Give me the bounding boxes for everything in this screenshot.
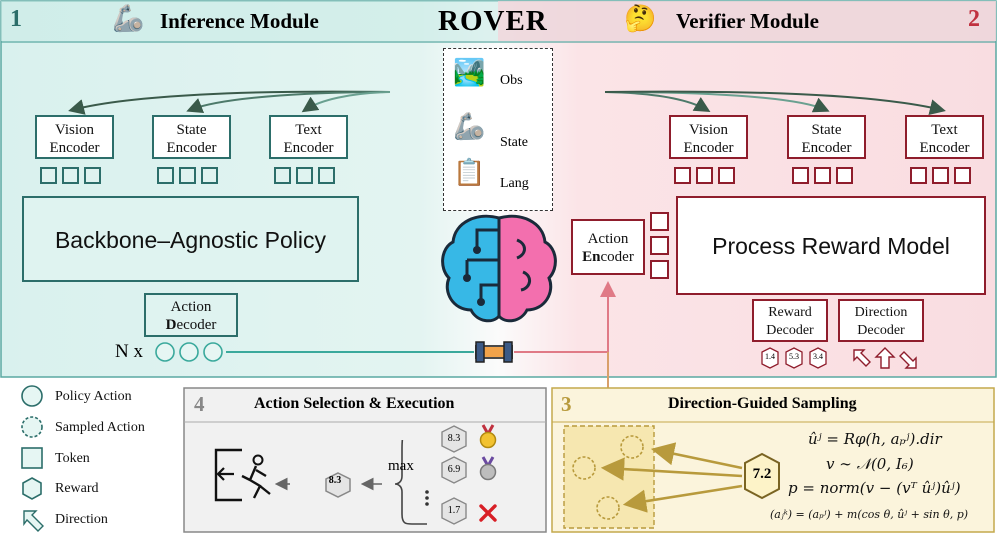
- inference-number: 1: [10, 6, 22, 32]
- legend-reward: Reward: [55, 481, 99, 496]
- process-reward-model: Process Reward Model: [676, 196, 986, 295]
- input-arrow-text: [301, 91, 391, 113]
- backbone-policy: Backbone–Agnostic Policy: [22, 196, 359, 282]
- sampling-center-value: 7.2: [752, 466, 772, 482]
- action-tokens: [650, 212, 669, 279]
- silver-medal-icon: [479, 456, 497, 481]
- candidate-value-1: 8.3: [447, 433, 461, 444]
- direction-decoder: Direction Decoder: [838, 299, 924, 342]
- action-decoder-rest: ecoder: [176, 317, 217, 333]
- action-decoder-line1: Action: [170, 299, 212, 315]
- inputs-box: [443, 48, 553, 211]
- action-encoder: Action Encoder: [571, 219, 645, 275]
- state-encoder-left: State Encoder: [152, 115, 231, 159]
- action-encoder-line1: Action: [587, 231, 629, 247]
- reward-hexagons: 1.4 5.3 3.4: [759, 347, 831, 369]
- reward-value-2: 5.3: [789, 352, 799, 361]
- sampling-graphic: [572, 435, 780, 520]
- text-encoder-left: Text Encoder: [269, 115, 348, 159]
- reward-value-1: 1.4: [765, 352, 775, 361]
- candidate-value-2: 6.9: [447, 464, 461, 475]
- language-checklist-icon: 📋: [453, 158, 486, 187]
- state-tokens-right: [792, 167, 853, 184]
- legend-sampled-action: Sampled Action: [55, 420, 145, 435]
- gripper-icon: [475, 341, 513, 363]
- state-tokens-left: [157, 167, 218, 184]
- policy-action-circles: [155, 342, 223, 362]
- equation-noise: v ∼ 𝒩(0, I₆): [826, 455, 914, 473]
- sampling-title: Direction-Guided Sampling: [668, 395, 857, 412]
- text-tokens-right: [910, 167, 971, 184]
- action-encoder-rest: coder: [600, 249, 634, 265]
- legend-direction: Direction: [55, 512, 108, 527]
- inference-title: Inference Module: [160, 9, 319, 33]
- equation-update: (aⱼᵏ) = (aₚʲ) + m(cos θ, ûʲ + sin θ, p): [770, 508, 969, 521]
- max-label: max: [388, 458, 414, 474]
- input-arrow-text-r: [604, 90, 946, 115]
- direction-arrows-icon: [853, 347, 917, 369]
- robot-arm-state-icon: 🦾: [453, 112, 486, 141]
- thinking-face-icon: 🤔: [624, 4, 657, 33]
- vision-encoder-left: Vision Encoder: [35, 115, 114, 159]
- legend-icons: [21, 385, 44, 532]
- reward-decoder: Reward Decoder: [752, 299, 828, 342]
- nx-label: N x: [115, 341, 143, 362]
- reject-x-icon: [479, 504, 497, 522]
- robot-arm-icon: 🦾: [112, 4, 145, 33]
- text-tokens-left: [274, 167, 335, 184]
- vision-tokens-right: [674, 167, 735, 184]
- selection-title: Action Selection & Execution: [254, 395, 455, 412]
- verifier-number: 2: [968, 6, 980, 32]
- vision-tokens-left: [40, 167, 101, 184]
- input-obs: Obs: [500, 73, 523, 88]
- input-lang: Lang: [500, 176, 529, 191]
- input-arrow-vision: [68, 90, 391, 115]
- action-decoder: Action Decoder: [144, 293, 238, 337]
- input-arrow-state: [186, 91, 391, 113]
- state-encoder-right: State Encoder: [787, 115, 866, 159]
- observation-icon: 🏞️: [453, 58, 486, 87]
- brain-icon: [441, 214, 557, 323]
- action-encoder-bold: En: [582, 249, 601, 265]
- selected-value: 8.3: [328, 475, 342, 486]
- action-decoder-bold: D: [165, 317, 177, 333]
- candidate-value-3: 1.7: [447, 505, 461, 516]
- reward-value-3: 3.4: [813, 352, 823, 361]
- equation-direction: ûʲ = Rφ(h, aₚʲ).dir: [808, 430, 942, 448]
- input-state: State: [500, 135, 528, 150]
- rover-title: ROVER: [438, 5, 548, 37]
- candidate-hexagons: [441, 425, 467, 525]
- selection-graphic: [214, 440, 429, 525]
- text-encoder-right: Text Encoder: [905, 115, 984, 159]
- selection-number: 4: [194, 392, 205, 416]
- verifier-title: Verifier Module: [676, 9, 819, 33]
- legend-policy-action: Policy Action: [55, 389, 132, 404]
- equation-projection: p = norm(v − (vᵀ ûʲ)ûʲ): [788, 479, 961, 497]
- sampling-number: 3: [561, 392, 572, 416]
- gold-medal-icon: [479, 424, 497, 449]
- legend-token: Token: [55, 451, 90, 466]
- vision-encoder-right: Vision Encoder: [669, 115, 748, 159]
